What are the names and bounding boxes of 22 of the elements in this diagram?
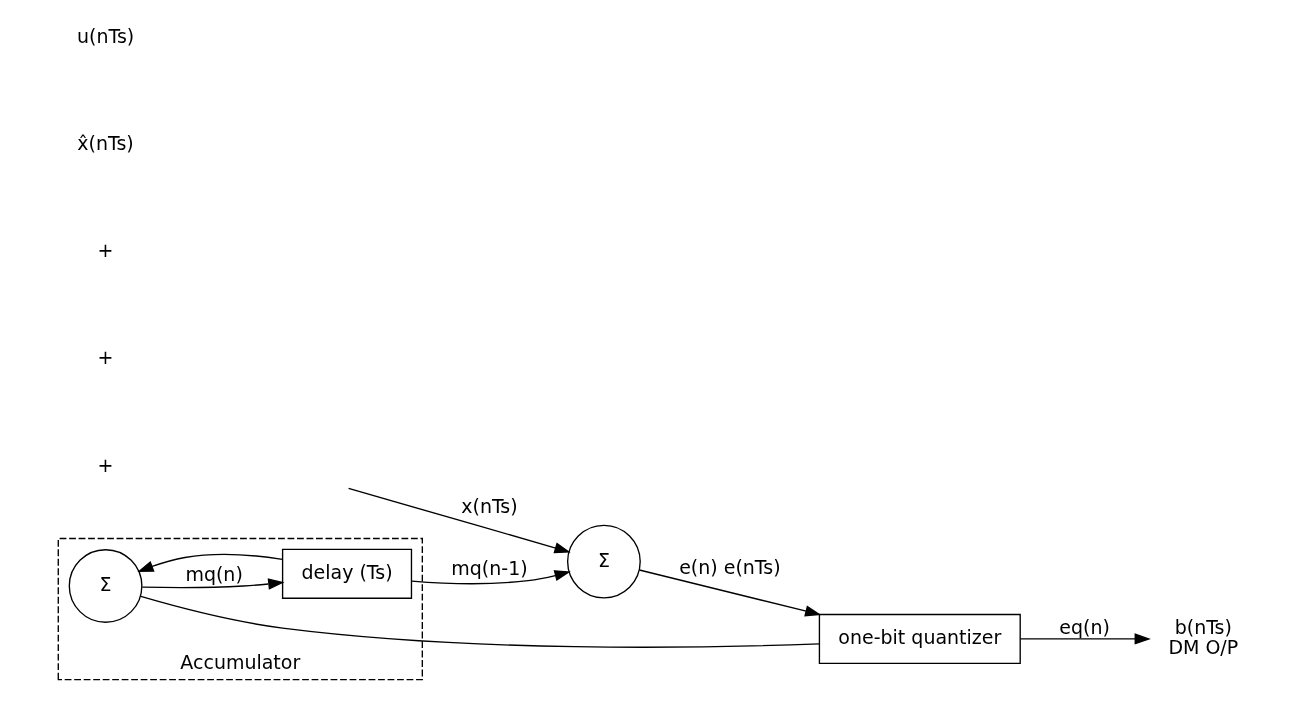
arrow bbox=[347, 487, 571, 554]
node-text: b(nTs) DM O/P bbox=[1167, 615, 1238, 659]
arrow bbox=[410, 570, 571, 585]
node-circle: Σ bbox=[68, 549, 143, 623]
label: x̂(nTs) bbox=[76, 132, 134, 155]
arrow bbox=[638, 569, 821, 617]
label: u(nTs) bbox=[76, 24, 134, 47]
node-circle: Σ bbox=[566, 524, 641, 599]
label: + bbox=[97, 346, 114, 369]
connector bbox=[139, 595, 820, 648]
node-box: delay (Ts) bbox=[281, 548, 412, 599]
edge-label: eq(n) bbox=[1058, 615, 1110, 638]
arrow bbox=[141, 578, 284, 590]
node-box: one-bit quantizer bbox=[818, 613, 1021, 664]
arrow bbox=[1019, 633, 1151, 645]
label: + bbox=[97, 239, 114, 262]
edge-label: mq(n-1) bbox=[450, 557, 528, 580]
edge-label: mq(n) bbox=[184, 562, 243, 585]
edge-label: e(n) e(nTs) bbox=[678, 556, 781, 579]
arrow bbox=[136, 553, 283, 573]
label: + bbox=[97, 453, 114, 476]
edge-label: x(nTs) bbox=[460, 495, 518, 518]
